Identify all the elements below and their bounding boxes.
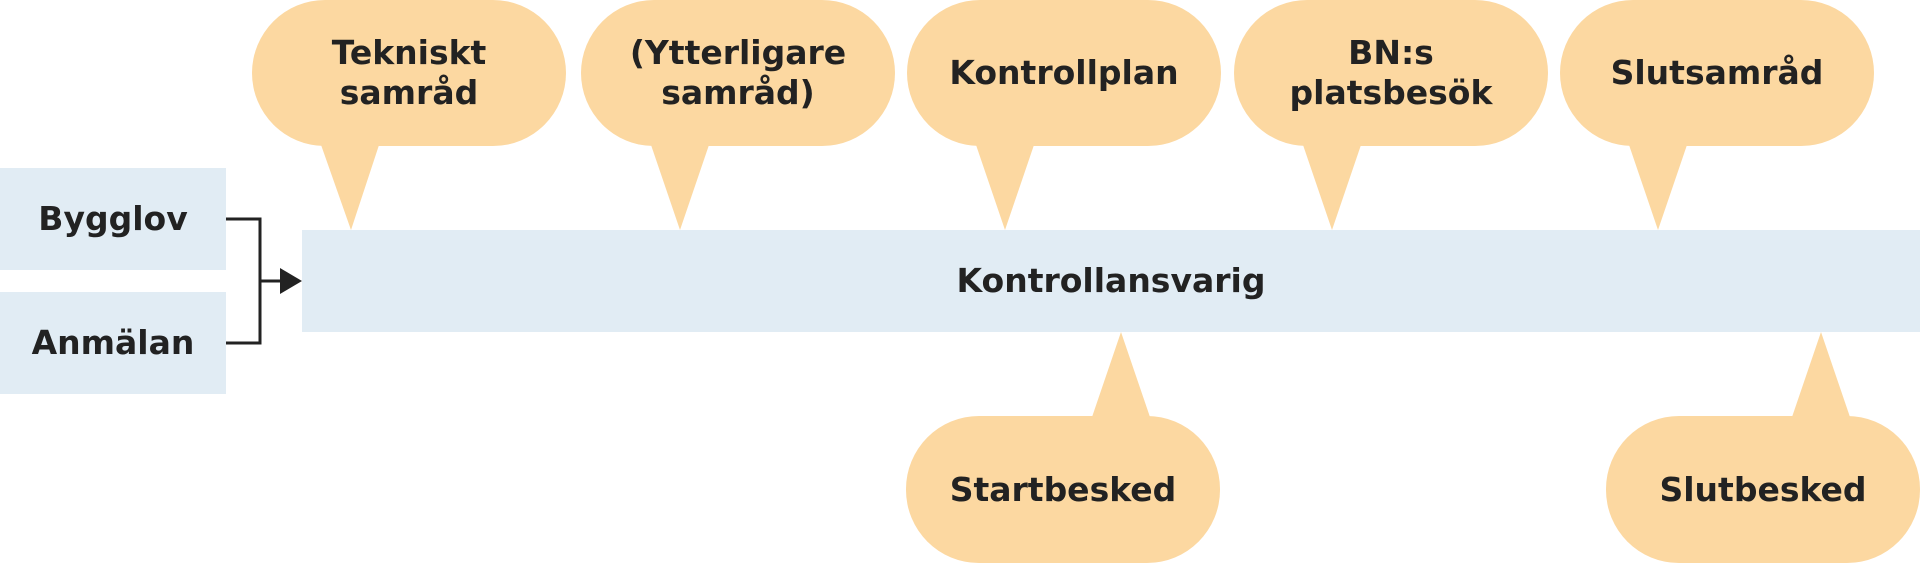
bubble-ytterligare-samrad [581, 0, 895, 230]
input-label-anmalan: Anmälan [31, 323, 195, 362]
main-bar [302, 230, 1920, 332]
input-label-bygglov: Bygglov [38, 199, 188, 238]
bubble-slutbesked [1606, 332, 1920, 563]
bubble-label-ytterligare-samrad: (Ytterligare samråd) [629, 33, 847, 112]
bubble-label-startbesked: Startbesked [949, 469, 1177, 509]
bubble-label-bns-platsbesok: BN:s platsbesök [1289, 33, 1493, 112]
bubble-label-kontrollplan: Kontrollplan [949, 53, 1179, 92]
bubble-tekniskt-samrad [252, 0, 566, 230]
bubble-slutsamrad [1560, 0, 1874, 230]
bubble-label-tekniskt-samrad: Tekniskt samråd [331, 33, 487, 112]
bubble-kontrollplan [907, 0, 1221, 230]
input-box-anmalan [0, 292, 226, 394]
main-bar-label: Kontrollansvarig [956, 261, 1266, 300]
arrow-head [280, 268, 302, 294]
bubble-label-slutbesked: Slutbesked [1659, 469, 1867, 509]
bubble-label-slutsamrad: Slutsamråd [1610, 53, 1824, 92]
bubble-startbesked [906, 332, 1220, 563]
input-box-bygglov [0, 168, 226, 270]
connector-bracket [226, 217, 262, 345]
bubble-bns-platsbesok [1234, 0, 1548, 230]
